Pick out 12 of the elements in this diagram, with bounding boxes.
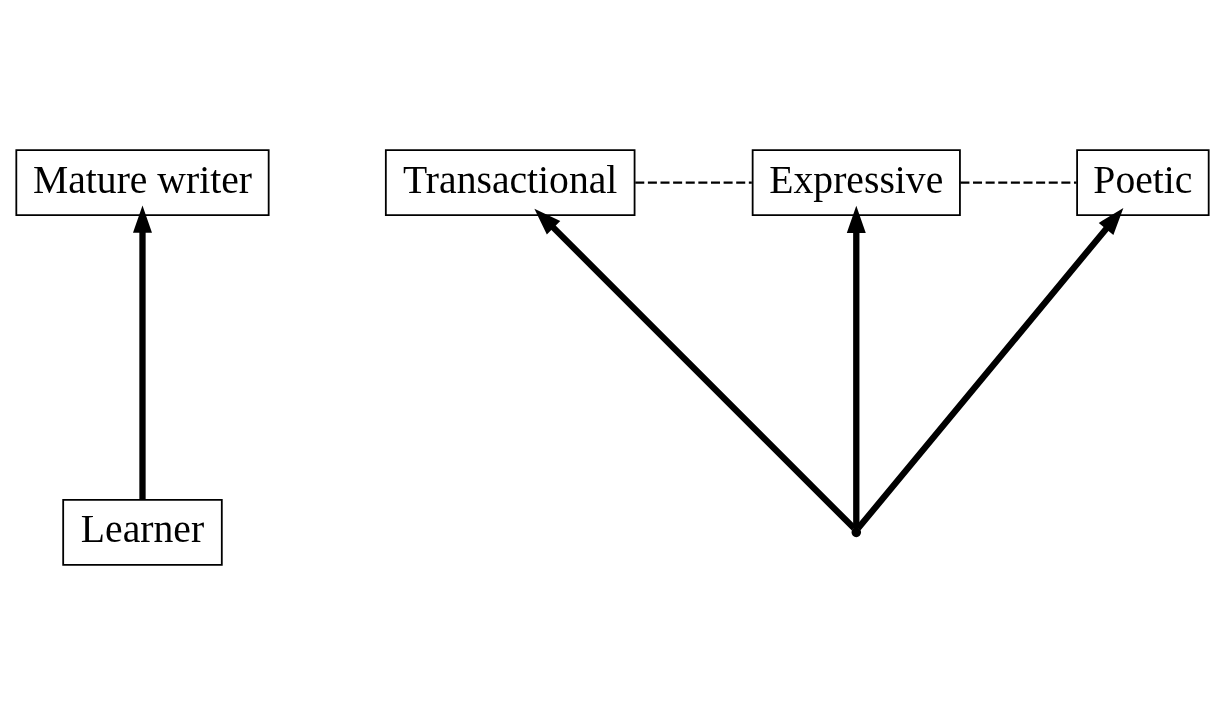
connector	[635, 181, 752, 184]
connector	[960, 181, 1077, 184]
arrow	[846, 205, 866, 528]
arrow	[133, 205, 152, 500]
node-point	[851, 527, 862, 537]
node-box: Poetic	[1076, 148, 1210, 216]
node-box: Transactional	[384, 148, 636, 216]
node-box: Learner	[62, 498, 223, 566]
node-box: Expressive	[751, 148, 961, 216]
arrow	[855, 207, 1124, 530]
node-box: Mature writer	[15, 148, 270, 216]
arrow	[534, 208, 857, 531]
